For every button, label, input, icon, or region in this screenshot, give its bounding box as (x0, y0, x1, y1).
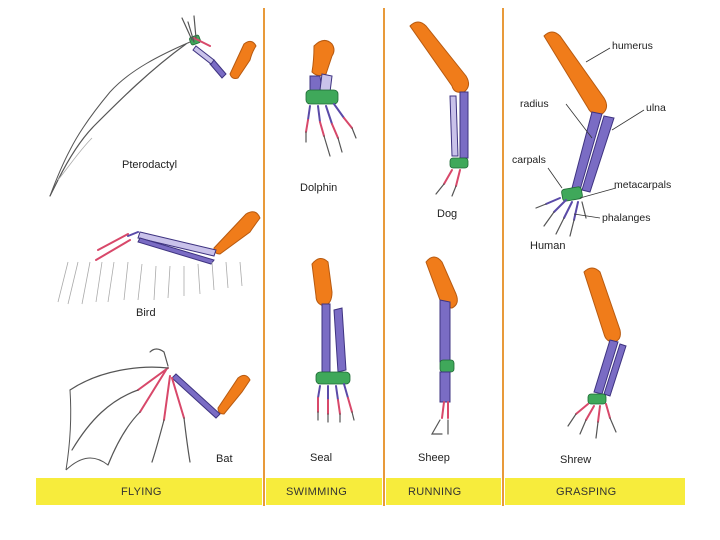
band-grasping (505, 478, 685, 505)
category-swimming: SWIMMING (286, 486, 348, 498)
ulna-leader (611, 109, 645, 131)
pterodactyl-limb (49, 15, 257, 197)
category-flying: FLYING (121, 486, 162, 498)
radius-leader (565, 103, 593, 139)
divider-flying-swimming (263, 8, 265, 506)
band-running (386, 478, 501, 505)
sheep-limb (425, 256, 458, 435)
dolphin-limb (305, 40, 357, 157)
label-shrew: Shrew (560, 454, 592, 466)
metacarpals-leader (579, 187, 617, 199)
band-swimming (266, 478, 382, 505)
label-bat: Bat (216, 453, 233, 465)
category-running: RUNNING (408, 486, 462, 498)
divider-running-grasping (502, 8, 504, 506)
category-grasping: GRASPING (556, 486, 617, 498)
annotation-phalanges: phalanges (602, 212, 651, 224)
dog-limb (409, 21, 470, 197)
label-dog: Dog (437, 208, 458, 220)
shrew-limb (567, 267, 627, 439)
annotation-carpals: carpals (512, 154, 546, 166)
bird-limb (57, 211, 261, 305)
label-seal: Seal (310, 452, 333, 464)
label-human: Human (530, 240, 566, 252)
annotation-humerus: humerus (612, 40, 653, 52)
annotation-radius: radius (520, 98, 549, 110)
seal-limb (311, 258, 355, 423)
humerus-leader (585, 47, 611, 63)
bat-limb (65, 348, 251, 471)
label-dolphin: Dolphin (300, 182, 338, 194)
band-flying (36, 478, 262, 505)
annotation-metacarpals: metacarpals (614, 179, 672, 191)
divider-swimming-running (383, 8, 385, 506)
human-limb (535, 31, 615, 237)
label-sheep: Sheep (418, 452, 450, 464)
label-bird: Bird (136, 307, 156, 319)
carpals-leader (547, 167, 563, 189)
label-pterodactyl: Pterodactyl (122, 159, 178, 171)
annotation-ulna: ulna (646, 102, 666, 114)
phalanges-leader (573, 213, 601, 219)
